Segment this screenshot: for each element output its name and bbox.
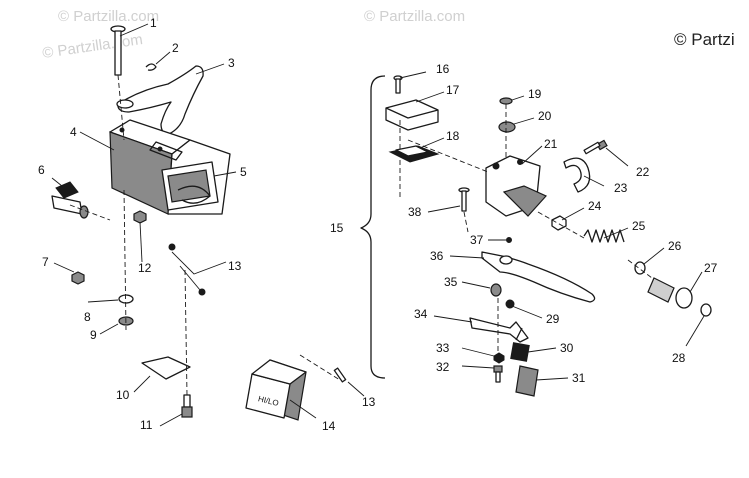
piston-part-27 (647, 277, 693, 309)
gasket-part-18 (388, 145, 440, 163)
callout-8: 8 (84, 310, 91, 324)
switch-part-30 (510, 327, 530, 362)
plate-part-10 (141, 356, 191, 380)
callout-11: 11 (140, 418, 153, 432)
washer-part-33 (493, 352, 505, 364)
callout-3: 3 (228, 56, 235, 70)
bracket-part-34 (469, 317, 529, 343)
cover-part-17 (385, 99, 439, 131)
callout-19: 19 (528, 87, 542, 101)
callout-35: 35 (444, 275, 458, 289)
callout-1: 1 (150, 16, 157, 30)
spacer-part-35 (490, 283, 502, 297)
callout-30: 30 (560, 341, 574, 355)
brake-lever-part-36 (481, 251, 596, 303)
callout-31: 31 (572, 371, 586, 385)
callout-13b: 13 (362, 395, 376, 409)
callout-17: 17 (446, 83, 460, 97)
screw-part-13-switch (333, 367, 347, 383)
washer-part-24 (551, 215, 567, 231)
callout-20: 20 (538, 109, 552, 123)
lever-part-3 (117, 65, 204, 135)
callout-2: 2 (172, 41, 179, 55)
screw-part-16 (393, 75, 403, 94)
callout-37: 37 (470, 233, 484, 247)
bolt-part-22 (583, 139, 608, 155)
ring-part-26 (634, 261, 646, 275)
callout-34: 34 (414, 307, 428, 321)
oring-part-19 (499, 97, 513, 105)
cover-part-5 (161, 161, 219, 211)
callout-13a: 13 (228, 259, 242, 273)
nut-part-7 (71, 271, 85, 285)
callout-28: 28 (672, 351, 686, 365)
callout-22: 22 (636, 165, 650, 179)
clamp-part-6 (51, 181, 89, 219)
bolt-part-38 (458, 187, 470, 212)
callout-32: 32 (436, 360, 450, 374)
callout-4: 4 (70, 125, 77, 139)
callout-36: 36 (430, 249, 444, 263)
spring-part-25 (583, 229, 625, 243)
callout-18: 18 (446, 129, 460, 143)
callout-16: 16 (436, 62, 450, 76)
watermark-1: © Partzilla.com (58, 8, 160, 25)
clamp-part-23 (563, 157, 591, 193)
callout-12: 12 (138, 261, 152, 275)
callout-33: 33 (436, 341, 450, 355)
cover-part-31 (515, 365, 539, 397)
callout-9: 9 (90, 328, 97, 342)
callout-14: 14 (322, 419, 336, 433)
callout-24: 24 (588, 199, 602, 213)
callout-6: 6 (38, 163, 45, 177)
clip-part-2 (145, 63, 157, 71)
nut-part-12 (133, 210, 147, 224)
callout-26: 26 (668, 239, 682, 253)
callout-38: 38 (408, 205, 422, 219)
callout-21: 21 (544, 137, 558, 151)
oring-part-28 (700, 303, 712, 317)
callout-27: 27 (704, 261, 718, 275)
master-cylinder-part-21 (485, 155, 547, 217)
callout-15: 15 (330, 221, 344, 235)
leader-lines (51, 23, 705, 427)
bolt-part-1 (110, 25, 126, 76)
callout-5: 5 (240, 165, 247, 179)
screw-part-32 (493, 365, 503, 383)
callout-23: 23 (614, 181, 628, 195)
screw-part-11 (181, 394, 193, 418)
pin-part-37 (506, 237, 512, 243)
callout-7: 7 (42, 255, 49, 269)
cap-part-20 (498, 121, 516, 133)
screw-part-13 (168, 243, 206, 296)
brace-part-15 (360, 75, 386, 379)
washer-part-8 (118, 294, 134, 304)
watermark-4: © Partzi (674, 30, 735, 49)
watermark-2: © Partzilla.com (364, 8, 466, 25)
callout-10: 10 (116, 388, 130, 402)
hilo-switch-part-14 (245, 359, 307, 421)
callout-25: 25 (632, 219, 646, 233)
callout-29: 29 (546, 312, 560, 326)
